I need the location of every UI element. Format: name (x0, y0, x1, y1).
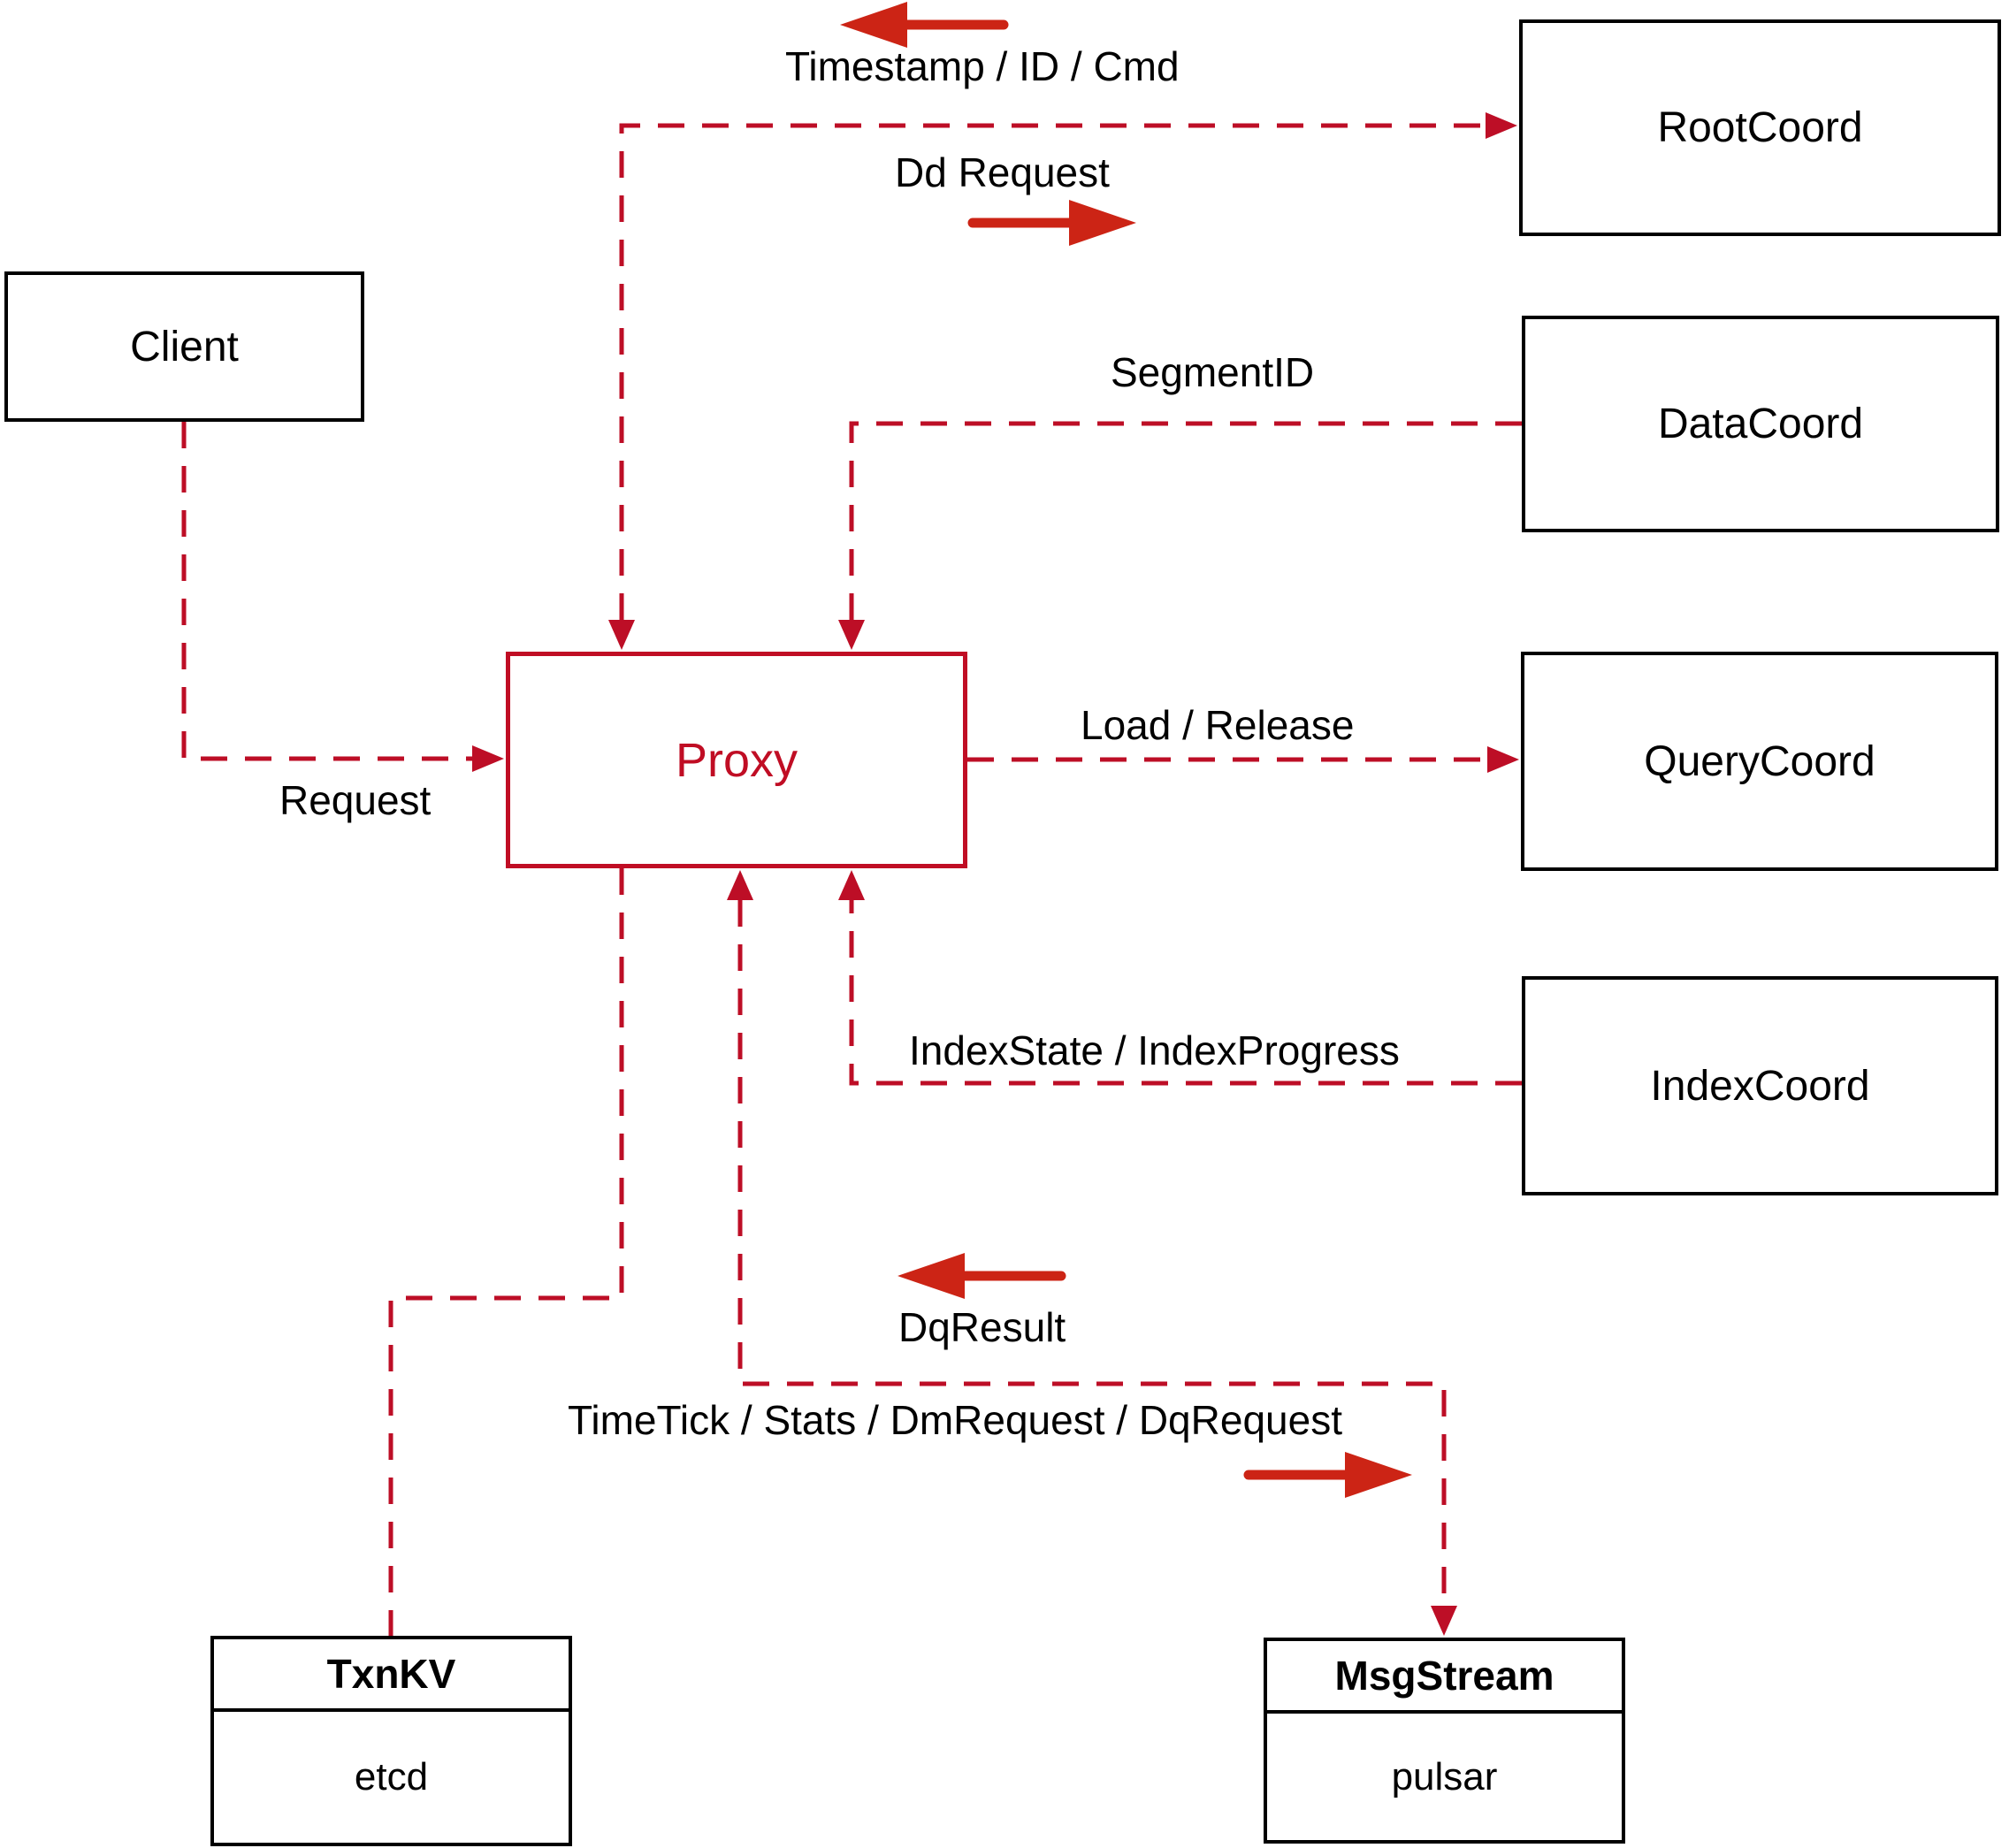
edge-label-indexstate-indexprogress: IndexState / IndexProgress (909, 1027, 1400, 1073)
indexcoord-label: IndexCoord (1650, 1062, 1870, 1110)
txnkv-node: TxnKV etcd (210, 1636, 572, 1846)
arrowhead-into-rootcoord-icon (1486, 112, 1517, 139)
proxy-label: Proxy (675, 733, 798, 787)
proxy-node: Proxy (506, 652, 967, 868)
msgstream-node: MsgStream pulsar (1264, 1638, 1625, 1844)
arrowhead-into-proxy-top-right-icon (838, 620, 865, 650)
indexcoord-node: IndexCoord (1522, 976, 1998, 1195)
left-arrow-icon (840, 2, 1009, 48)
arrowhead-into-proxy-left-icon (472, 745, 504, 772)
edge-datacoord-proxy (849, 421, 1522, 620)
edge-label-dd-request: Dd Request (895, 149, 1110, 195)
right-arrow-icon (967, 200, 1136, 246)
edge-label-load-release: Load / Release (1081, 702, 1355, 748)
arrowhead-into-proxy-bottom-right-icon (838, 870, 865, 900)
edge-label-timetick-stats: TimeTick / Stats / DmRequest / DqRequest (568, 1397, 1342, 1443)
arrowhead-into-querycoord-icon (1487, 746, 1519, 773)
txnkv-subtitle: etcd (354, 1755, 429, 1798)
msgstream-title: MsgStream (1267, 1641, 1622, 1714)
msgstream-subtitle: pulsar (1391, 1754, 1498, 1798)
edge-proxy-msgstream (737, 900, 1447, 1606)
right-arrow-icon (1243, 1452, 1412, 1498)
rootcoord-node: RootCoord (1519, 19, 2001, 236)
edge-label-timestamp-id-cmd: Timestamp / ID / Cmd (785, 43, 1180, 89)
edge-label-request: Request (279, 777, 432, 823)
arrowhead-into-proxy-top-left-icon (608, 620, 635, 650)
client-node: Client (4, 271, 364, 422)
left-arrow-icon (898, 1253, 1066, 1299)
arrowhead-into-proxy-bottom-left-icon (727, 870, 753, 900)
edge-label-segment-id: SegmentID (1111, 349, 1315, 395)
arrowhead-into-msgstream-icon (1431, 1606, 1457, 1636)
rootcoord-label: RootCoord (1657, 104, 1863, 151)
edge-indexcoord-proxy (849, 900, 1522, 1086)
edge-label-dq-result: DqResult (898, 1304, 1066, 1350)
txnkv-title: TxnKV (214, 1639, 569, 1712)
datacoord-label: DataCoord (1657, 401, 1864, 447)
client-label: Client (130, 323, 239, 370)
querycoord-node: QueryCoord (1521, 652, 1998, 871)
datacoord-node: DataCoord (1522, 316, 1999, 532)
querycoord-label: QueryCoord (1644, 737, 1875, 785)
edge-proxy-txnkv (388, 868, 624, 1636)
edge-proxy-rootcoord (619, 123, 1486, 620)
edge-client-proxy (181, 422, 472, 761)
